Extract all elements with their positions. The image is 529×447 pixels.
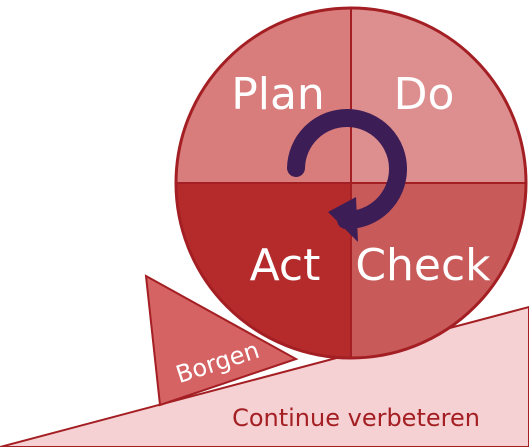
- act-quadrant: [176, 183, 351, 358]
- check-label: Check: [355, 240, 491, 291]
- do-label: Do: [394, 69, 455, 120]
- cycle-arrow-stroke: [287, 109, 407, 230]
- act-label: Act: [250, 240, 321, 291]
- continue-verbeteren-label: Continue verbeteren: [232, 404, 480, 432]
- pdca-circle: [174, 6, 528, 360]
- cycle-arrow-icon: [287, 109, 407, 242]
- check-quadrant: [351, 183, 526, 358]
- plan-label: Plan: [231, 69, 325, 120]
- cycle-arrow-head: [328, 197, 358, 242]
- circle-outline: [174, 6, 528, 360]
- borgen-wedge: [144, 274, 299, 407]
